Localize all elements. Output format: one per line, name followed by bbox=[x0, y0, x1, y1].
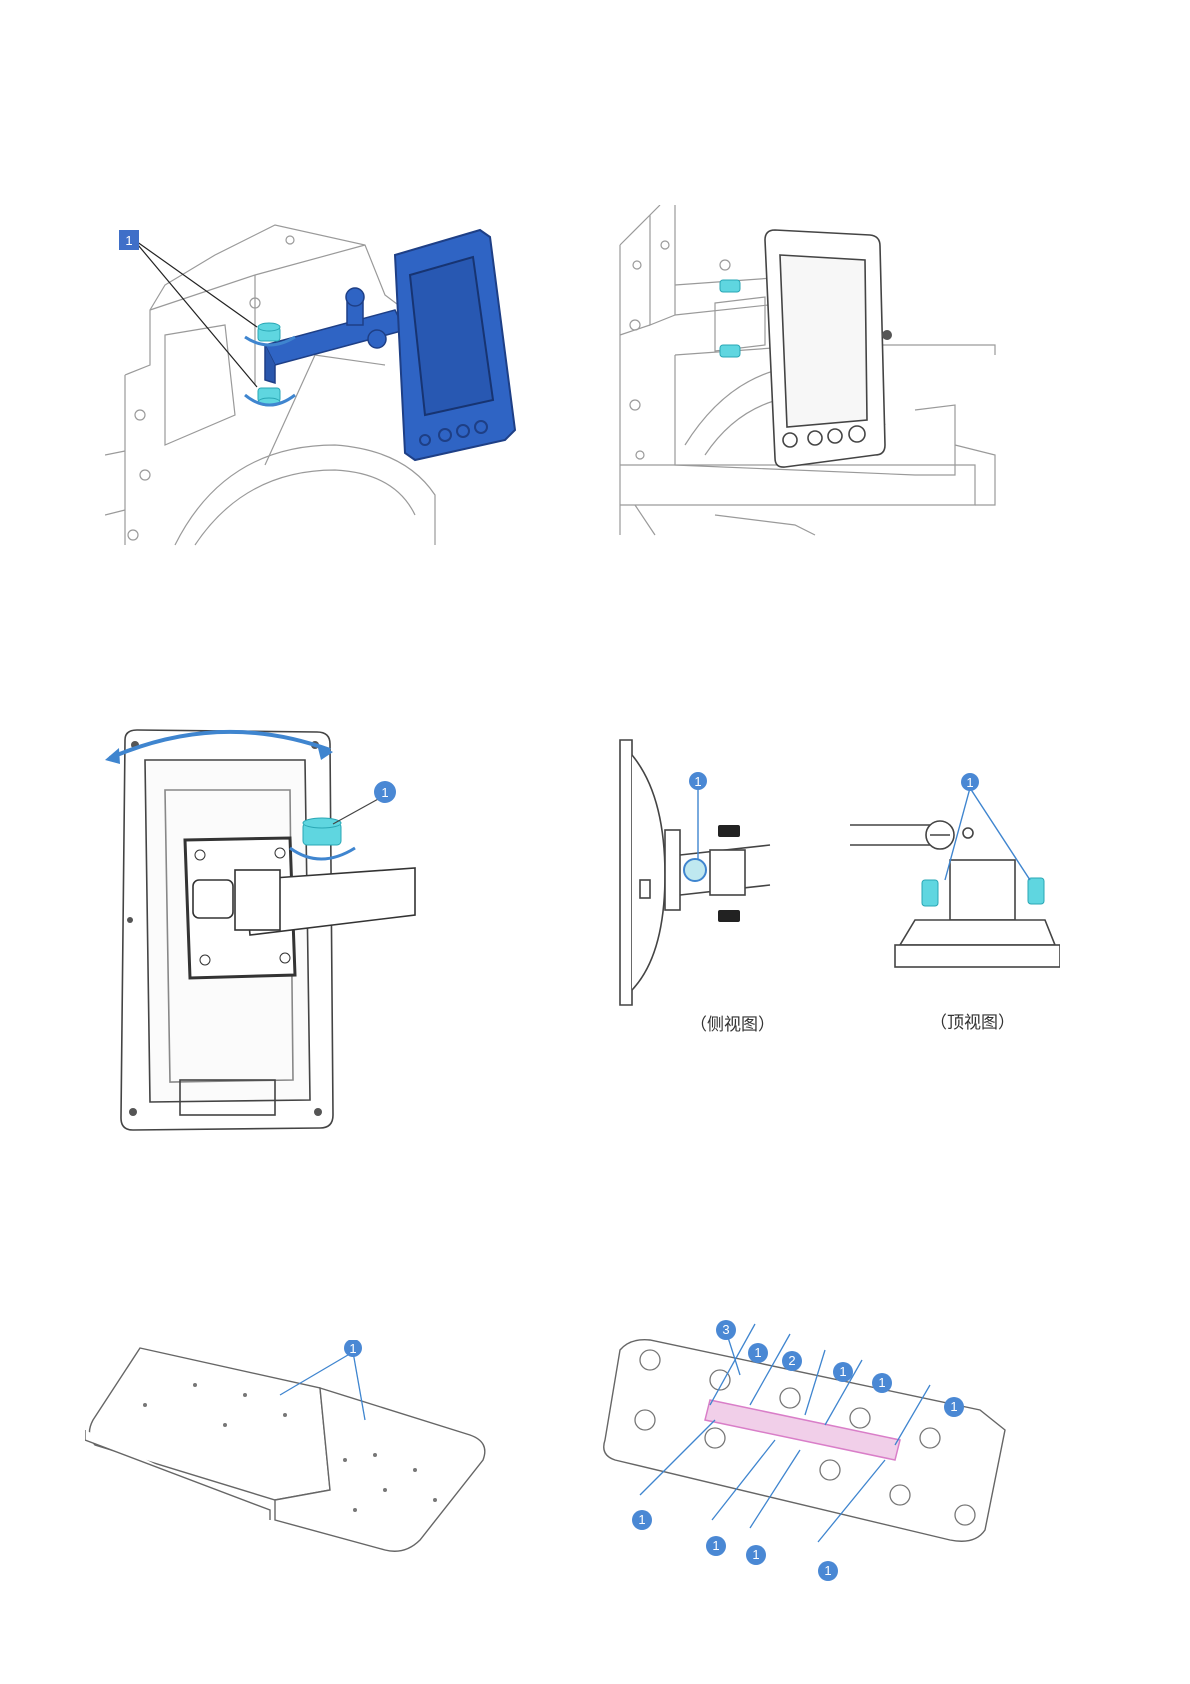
badge-text: 1 bbox=[349, 1341, 356, 1356]
figure-split-base-plate: 1 bbox=[85, 1340, 525, 1565]
callout-badge-1: 1 bbox=[833, 1362, 853, 1382]
callout-badge-1: 1 bbox=[818, 1561, 838, 1581]
callout-badge-1: 1 bbox=[872, 1373, 892, 1393]
badge-text: 1 bbox=[125, 233, 132, 248]
figure-3-drawing: 1 bbox=[105, 720, 435, 1140]
caption-side-view: （侧视图） bbox=[690, 1010, 775, 1035]
callout-badge-2: 2 bbox=[782, 1351, 802, 1371]
figure-1-drawing: 1 bbox=[105, 215, 565, 555]
figure-4b-drawing: 1 bbox=[850, 770, 1060, 970]
callout-badge-1: 1 bbox=[944, 1397, 964, 1417]
callout-badge-1: 1 bbox=[748, 1343, 768, 1363]
badge-text: 1 bbox=[966, 775, 973, 790]
callout-badge-1: 1 bbox=[632, 1510, 652, 1530]
figure-2-drawing bbox=[615, 205, 1005, 545]
badge-text: 1 bbox=[694, 774, 701, 789]
figure-monitor-mount-assembled bbox=[615, 205, 1005, 545]
callout-badge-3: 3 bbox=[716, 1320, 736, 1340]
caption-top-view: （顶视图） bbox=[930, 1008, 1015, 1033]
figure-monitor-rotation: 1 bbox=[105, 720, 435, 1140]
figure-5-drawing: 1 bbox=[85, 1340, 525, 1565]
callout-badge-1: 1 bbox=[746, 1545, 766, 1565]
figure-side-view: 1 bbox=[610, 735, 795, 1015]
figure-monitor-mount-highlighted: 1 bbox=[105, 215, 565, 555]
figure-base-plate-underside: 3 bbox=[600, 1320, 1010, 1585]
callout-badge-1: 1 bbox=[706, 1536, 726, 1556]
figure-top-view: 1 bbox=[850, 770, 1060, 970]
badge-text: 1 bbox=[381, 785, 388, 800]
figure-4a-drawing: 1 bbox=[610, 735, 795, 1015]
figure-6-drawing: 3 bbox=[600, 1320, 1010, 1585]
